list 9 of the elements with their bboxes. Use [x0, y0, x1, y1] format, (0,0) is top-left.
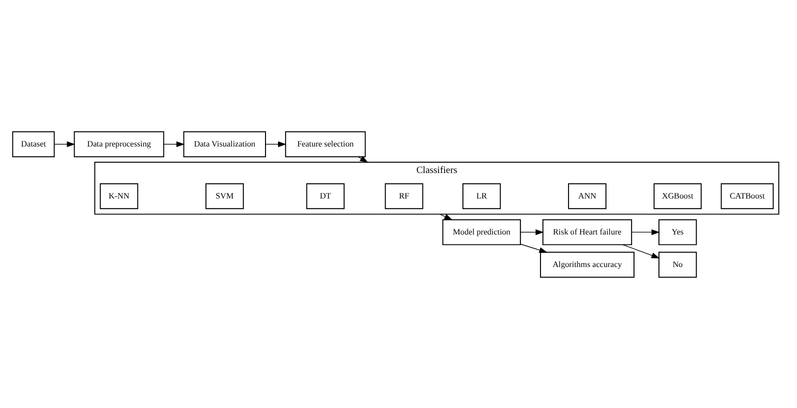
arrow — [520, 228, 544, 235]
arrow — [622, 244, 660, 258]
arrow — [164, 140, 185, 147]
arrow — [520, 243, 548, 252]
arrow — [54, 140, 76, 147]
arrow — [265, 140, 286, 147]
arrow — [358, 155, 368, 162]
arrow — [631, 228, 660, 235]
arrow — [440, 213, 453, 220]
